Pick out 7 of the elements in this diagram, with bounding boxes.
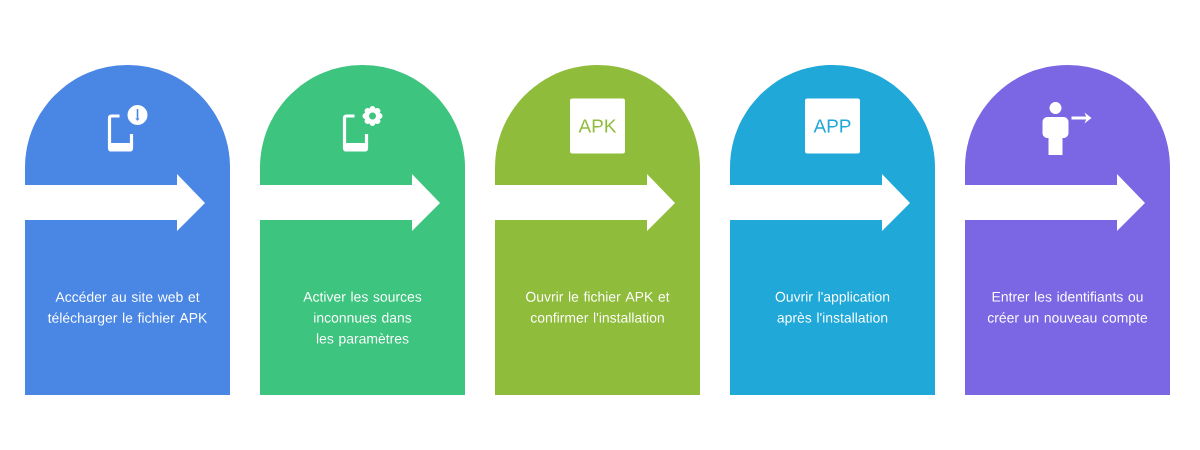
- step-arch: Accéder au site web et télécharger le fichier APK: [25, 65, 230, 395]
- label-badge: APP: [805, 98, 860, 154]
- label-badge: APK: [570, 98, 625, 154]
- step-arch: Entrer les identifiants ou créer un nouveau compte: [965, 65, 1170, 395]
- step-arch: APK Ouvrir le fichier APK et confirmer l'installation: [495, 65, 700, 395]
- step-arch: APP Ouvrir l'application après l'installation: [730, 65, 935, 395]
- step-arch: Activer les sources inconnues dans les paramètres: [260, 65, 465, 395]
